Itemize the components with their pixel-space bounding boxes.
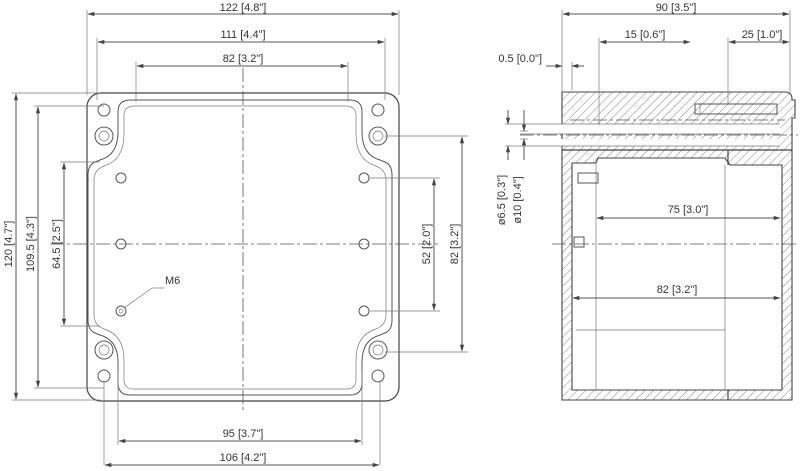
dim-height-64: 64.5 [2.5"] (51, 219, 63, 269)
side-section (561, 91, 796, 401)
dim-hole-65: ø6.5 [0.3"] (496, 175, 508, 225)
dim-15: 15 [0.6"] (625, 29, 666, 41)
side-holes (115, 172, 370, 317)
front-view: 122 [4.8"] 111 [4.4"] 82 [3.2"] 95 [3.7"… (3, 2, 468, 468)
side-view: 90 [3.5"] 15 [0.6"] 25 [1.0"] 0.5 [0.0"]… (496, 2, 798, 401)
lid-outline (87, 99, 393, 396)
dim-bottom-95: 95 [3.7"] (223, 428, 264, 440)
dim-right-82: 82 [3.2"] (449, 224, 461, 265)
dim-height-109: 109.5 [4.3"] (25, 216, 37, 272)
lid-inner-outline (93, 105, 387, 390)
lid-screw (573, 103, 778, 248)
dim-right-52: 52 [2.0"] (421, 224, 433, 265)
dim-25: 25 [1.0"] (742, 29, 783, 41)
dim-inner-75: 75 [3.0"] (668, 204, 709, 216)
dim-width-111: 111 [4.4"] (220, 29, 265, 41)
dim-width-82: 82 [3.2"] (223, 53, 264, 65)
thread-label-m6: M6 (165, 275, 180, 287)
dim-inner-82: 82 [3.2"] (657, 284, 698, 296)
dim-hole-10: ø10 [0.4"] (512, 176, 524, 223)
corner-holes (94, 103, 388, 383)
dim-bottom-106: 106 [4.2"] (220, 452, 267, 464)
dim-05: 0.5 [0.0"] (498, 53, 542, 65)
dim-overall-width: 122 [4.8"] (220, 2, 267, 14)
dim-height-120: 120 [4.7"] (3, 221, 15, 268)
dim-depth-90: 90 [3.5"] (656, 2, 697, 14)
